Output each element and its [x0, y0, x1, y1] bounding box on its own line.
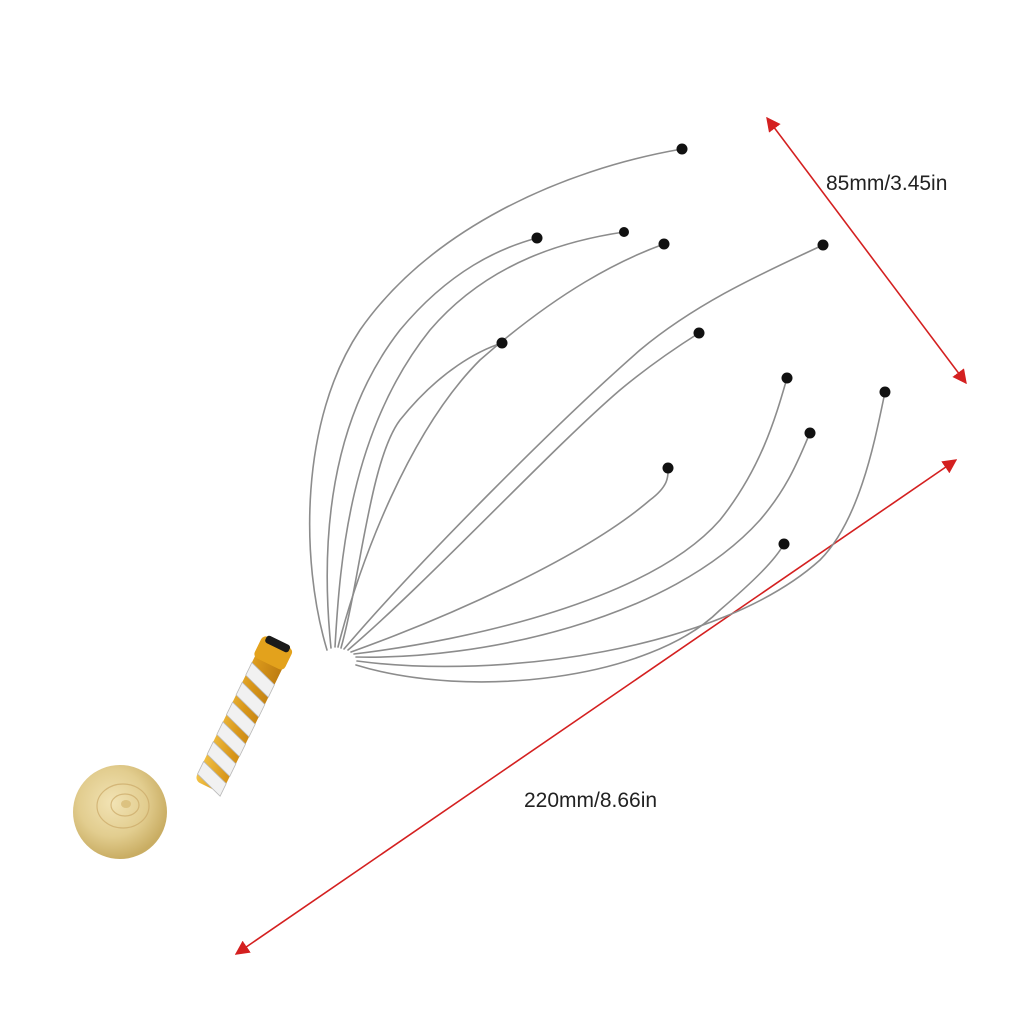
massager-handle [196, 635, 293, 797]
prong-tips [496, 143, 891, 550]
length-dimension-arrow [234, 459, 958, 955]
width-dimension-arrow [766, 116, 967, 385]
length-dimension-label: 220mm/8.66in [524, 789, 658, 812]
wooden-ball-icon [73, 765, 167, 859]
width-dimension-label: 85mm/3.45in [826, 172, 948, 195]
massager-prongs [308, 148, 886, 683]
